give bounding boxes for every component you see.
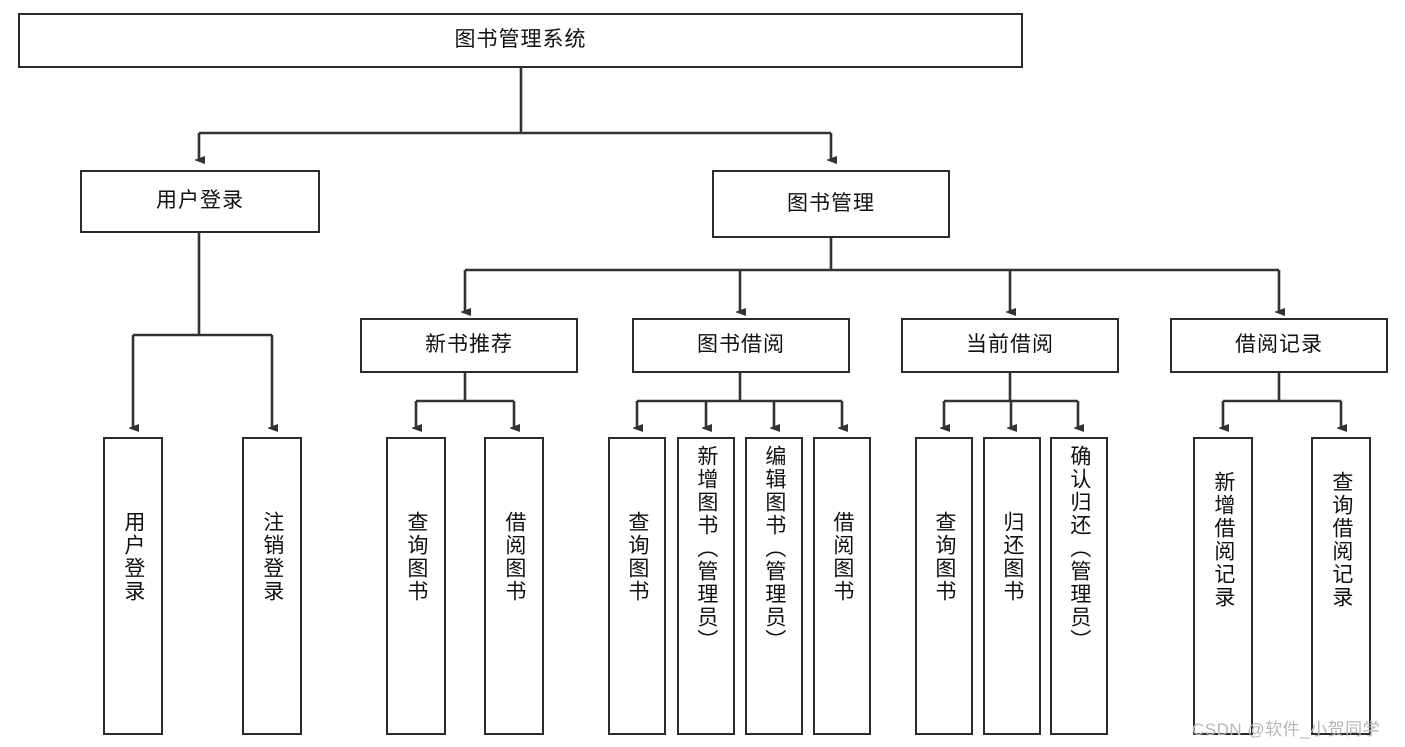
leaf-query-book-2-label: 查询图书 — [625, 511, 649, 603]
leaf-add-record-label: 新增借阅记录 — [1211, 471, 1235, 609]
leaf-confirm-return[interactable]: 确认归还（管理员） — [1050, 437, 1108, 735]
leaf-query-book-1-label: 查询图书 — [404, 511, 428, 603]
leaf-return-book[interactable]: 归还图书 — [983, 437, 1041, 735]
leaf-query-record-label: 查询借阅记录 — [1329, 471, 1353, 609]
leaf-borrow-book-2[interactable]: 借阅图书 — [813, 437, 871, 735]
node-root[interactable]: 图书管理系统 — [18, 13, 1023, 68]
node-book-manage[interactable]: 图书管理 — [712, 170, 950, 238]
node-book-borrow[interactable]: 图书借阅 — [632, 318, 850, 373]
leaf-add-book[interactable]: 新增图书（管理员） — [677, 437, 735, 735]
node-root-label: 图书管理系统 — [454, 28, 587, 52]
leaf-edit-book[interactable]: 编辑图书（管理员） — [745, 437, 803, 735]
leaf-query-record[interactable]: 查询借阅记录 — [1311, 437, 1371, 735]
node-current-borrow-label: 当前借阅 — [966, 333, 1054, 357]
leaf-query-book-1[interactable]: 查询图书 — [386, 437, 446, 735]
node-new-book-recommend[interactable]: 新书推荐 — [360, 318, 578, 373]
leaf-add-record[interactable]: 新增借阅记录 — [1193, 437, 1253, 735]
leaf-borrow-book-1-label: 借阅图书 — [502, 511, 526, 603]
leaf-query-book-3[interactable]: 查询图书 — [915, 437, 973, 735]
node-user-login[interactable]: 用户登录 — [80, 170, 320, 233]
leaf-logout-login[interactable]: 注销登录 — [242, 437, 302, 735]
leaf-query-book-2[interactable]: 查询图书 — [608, 437, 666, 735]
node-borrow-record-label: 借阅记录 — [1235, 333, 1323, 357]
node-user-login-label: 用户登录 — [156, 189, 244, 213]
leaf-user-login[interactable]: 用户登录 — [103, 437, 163, 735]
leaf-borrow-book-2-label: 借阅图书 — [830, 511, 854, 603]
node-book-borrow-label: 图书借阅 — [697, 333, 785, 357]
leaf-borrow-book-1[interactable]: 借阅图书 — [484, 437, 544, 735]
leaf-user-login-label: 用户登录 — [121, 511, 145, 603]
node-current-borrow[interactable]: 当前借阅 — [901, 318, 1119, 373]
node-borrow-record[interactable]: 借阅记录 — [1170, 318, 1388, 373]
leaf-return-book-label: 归还图书 — [1000, 511, 1024, 603]
leaf-query-book-3-label: 查询图书 — [932, 511, 956, 603]
leaf-add-book-label: 新增图书（管理员） — [694, 445, 718, 652]
leaf-confirm-return-label: 确认归还（管理员） — [1067, 445, 1091, 652]
node-new-book-recommend-label: 新书推荐 — [425, 333, 513, 357]
leaf-edit-book-label: 编辑图书（管理员） — [762, 445, 786, 652]
node-book-manage-label: 图书管理 — [787, 191, 875, 215]
leaf-logout-login-label: 注销登录 — [260, 511, 284, 603]
